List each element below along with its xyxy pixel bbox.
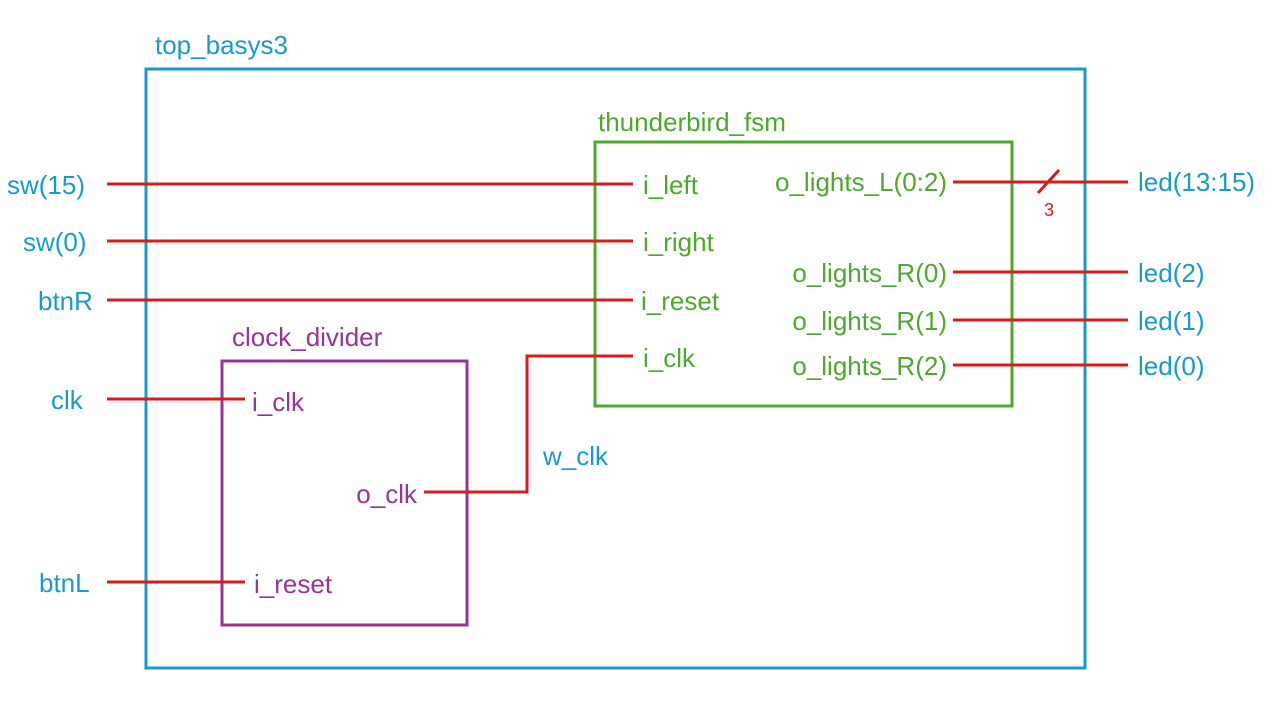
fsm-port-o-lights-l: o_lights_L(0:2): [775, 167, 947, 197]
ext-led2: led(2): [1138, 258, 1204, 288]
thunderbird-fsm-title: thunderbird_fsm: [598, 107, 786, 137]
w-clk-label: w_clk: [542, 441, 609, 471]
fsm-port-i-right: i_right: [643, 227, 715, 257]
fsm-port-o-lights-r2: o_lights_R(2): [792, 351, 947, 381]
top-basys3-box: [144, 67, 1087, 670]
fsm-port-i-reset: i_reset: [641, 286, 720, 316]
fsm-port-o-lights-r0: o_lights_R(0): [792, 258, 947, 288]
bus-width-label: 3: [1044, 200, 1054, 220]
ext-sw15: sw(15): [7, 170, 85, 200]
fsm-port-o-lights-r1: o_lights_R(1): [792, 306, 947, 336]
ext-clk: clk: [51, 385, 84, 415]
wire-w-clk: [424, 354, 633, 494]
ext-sw0: sw(0): [23, 227, 87, 257]
divider-port-o-clk: o_clk: [356, 479, 418, 509]
divider-port-i-clk: i_clk: [252, 387, 305, 417]
ext-led0: led(0): [1138, 351, 1204, 381]
top-basys3-title: top_basys3: [155, 30, 288, 60]
ext-btnr: btnR: [38, 286, 93, 316]
bus-slash-mark: [1036, 168, 1061, 195]
ext-led13-15: led(13:15): [1138, 167, 1255, 197]
fsm-port-i-clk: i_clk: [643, 343, 696, 373]
ext-led1: led(1): [1138, 306, 1204, 336]
divider-port-i-reset: i_reset: [254, 569, 333, 599]
ext-btnl: btnL: [39, 568, 90, 598]
thunderbird-fsm-box: [593, 140, 1014, 408]
clock-divider-title: clock_divider: [232, 322, 383, 352]
fsm-port-i-left: i_left: [643, 170, 699, 200]
